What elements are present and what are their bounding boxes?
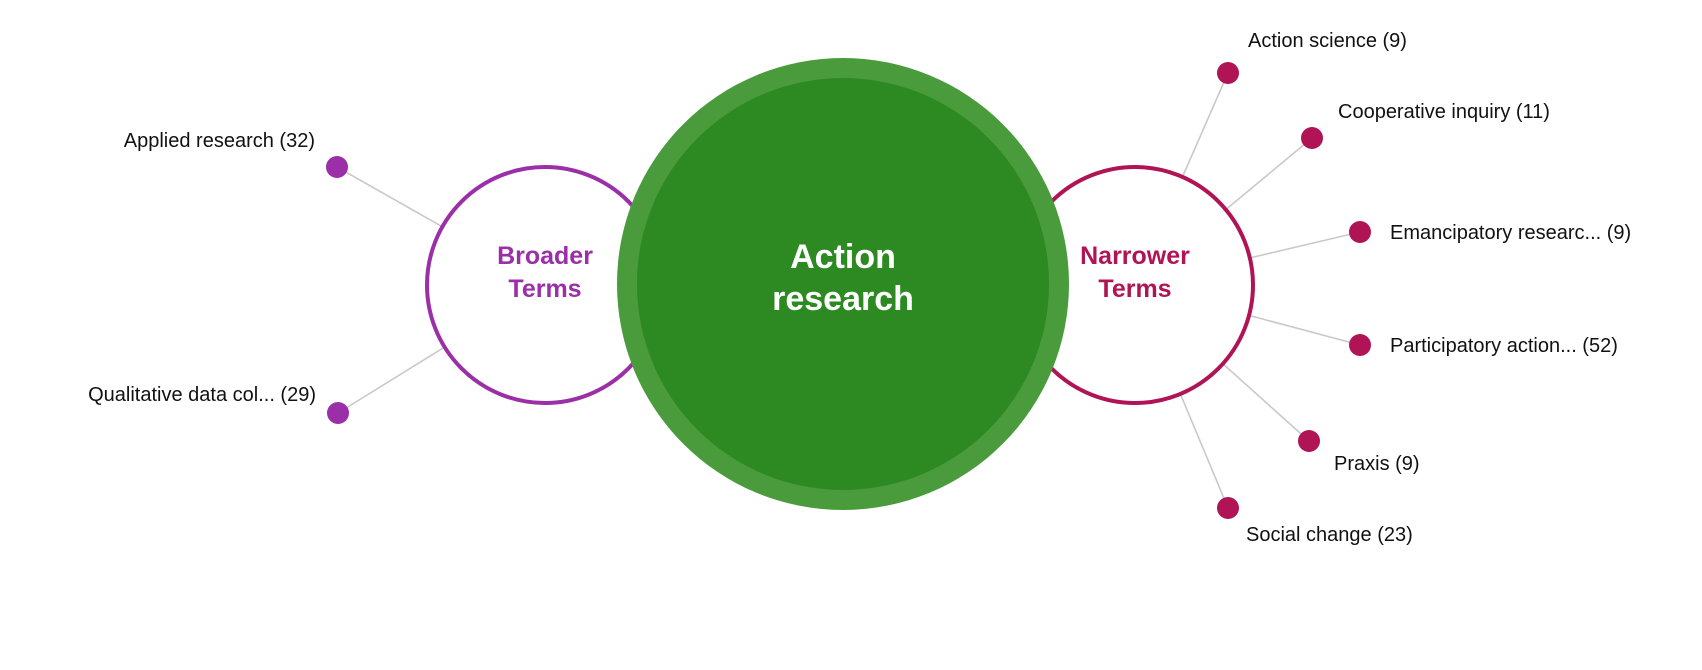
narrower-terms-label-line2: Terms <box>1098 275 1171 303</box>
narrower-term-dot[interactable] <box>1217 497 1239 519</box>
leader-line <box>1249 231 1361 259</box>
broader-terms-label-line1: Broader <box>497 242 593 270</box>
term-nodes-group: Applied research (32) Qualitative data co… <box>88 30 1631 546</box>
narrower-term-label[interactable]: Emancipatory researc... (9) <box>1390 222 1631 244</box>
narrower-term-dot[interactable] <box>1349 221 1371 243</box>
leader-line <box>1222 363 1310 442</box>
narrower-term-label[interactable]: Participatory action... (52) <box>1390 335 1618 357</box>
narrower-term-label[interactable]: Social change (23) <box>1246 524 1413 546</box>
narrower-term-label[interactable]: Cooperative inquiry (11) <box>1338 101 1550 123</box>
narrower-terms-label-line1: Narrower <box>1080 242 1190 270</box>
center-node-disc[interactable] <box>637 78 1049 490</box>
center-node-label-line2: research <box>772 280 914 318</box>
broader-term-dot[interactable] <box>326 156 348 178</box>
leader-line <box>1181 72 1229 178</box>
narrower-term-dot[interactable] <box>1301 127 1323 149</box>
narrower-term-dot[interactable] <box>1349 334 1371 356</box>
broader-term-dot[interactable] <box>327 402 349 424</box>
broader-term-label[interactable]: Applied research (32) <box>124 130 315 152</box>
narrower-term-label[interactable]: Action science (9) <box>1248 30 1407 52</box>
narrower-term-dot[interactable] <box>1298 430 1320 452</box>
leader-line <box>1225 137 1313 211</box>
leader-line <box>1179 393 1229 509</box>
leader-lines-group <box>336 72 1361 509</box>
leader-line <box>336 166 443 228</box>
leader-line <box>337 346 446 414</box>
narrower-term-dot[interactable] <box>1217 62 1239 84</box>
broader-terms-label-line2: Terms <box>508 275 581 303</box>
center-node-label-line1: Action <box>790 238 896 276</box>
narrower-term-label[interactable]: Praxis (9) <box>1334 453 1420 475</box>
broader-term-label[interactable]: Qualitative data col... (29) <box>88 384 316 406</box>
leader-line <box>1248 314 1361 346</box>
